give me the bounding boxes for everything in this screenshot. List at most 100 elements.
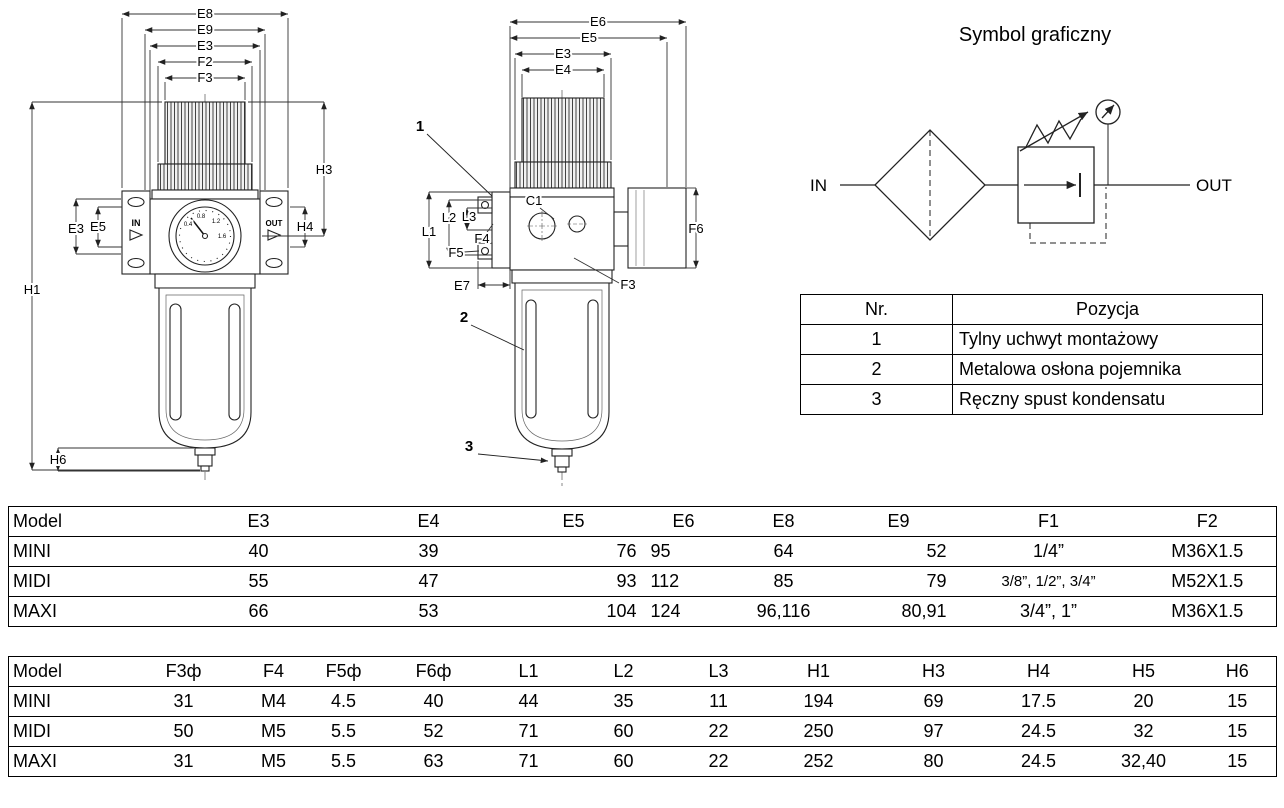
dim-label-e7: E7 bbox=[454, 278, 470, 293]
col-header: F2 bbox=[1138, 506, 1277, 537]
out-flow-arrow-icon bbox=[267, 229, 282, 241]
drain-tip bbox=[200, 465, 210, 472]
dim-label-e3-side: E3 bbox=[68, 221, 84, 236]
cell: 80 bbox=[878, 746, 989, 777]
cell: 11 bbox=[678, 686, 759, 717]
cell: 40 bbox=[168, 536, 349, 567]
cell: 4.5 bbox=[308, 686, 379, 717]
mount-slot bbox=[265, 257, 283, 269]
cell: 63 bbox=[378, 746, 489, 777]
cell: 1/4” bbox=[958, 536, 1139, 567]
dim-label-f3: F3 bbox=[620, 277, 635, 292]
cell: MINI bbox=[8, 686, 129, 717]
cell: 60 bbox=[568, 746, 679, 777]
col-header: F3ф bbox=[128, 656, 239, 687]
bracket-hole bbox=[480, 246, 490, 256]
regulator-side-body bbox=[477, 90, 687, 486]
in-flow-arrow-icon bbox=[129, 229, 144, 241]
cell: 50 bbox=[128, 716, 239, 747]
out-port-label: OUT bbox=[266, 219, 283, 228]
drain-body bbox=[551, 448, 573, 457]
gauge-scale-label: 1.6 bbox=[218, 234, 227, 240]
dim-label-e5: E5 bbox=[90, 219, 106, 234]
sight-slot bbox=[169, 303, 182, 421]
gauge-needle bbox=[190, 217, 206, 237]
gauge-scale-label: 0.4 bbox=[184, 222, 193, 228]
side-knob-cylinder bbox=[627, 187, 687, 269]
cell: 22 bbox=[678, 746, 759, 777]
col-header: E8 bbox=[728, 506, 839, 537]
cell: M4 bbox=[238, 686, 309, 717]
cell: 32,40 bbox=[1088, 746, 1199, 777]
parts-row: 2 Metalowa osłona pojemnika bbox=[800, 354, 1263, 385]
symbol-out-label: OUT bbox=[1196, 176, 1232, 195]
dim-label-c1: C1 bbox=[526, 193, 543, 208]
cell: 52 bbox=[838, 536, 959, 567]
cell: 252 bbox=[758, 746, 879, 777]
cell: MINI bbox=[8, 536, 169, 567]
dim-label-h1: H1 bbox=[24, 282, 41, 297]
dim-label-f4: F4 bbox=[474, 231, 489, 246]
cell: 15 bbox=[1198, 746, 1277, 777]
cell: 194 bbox=[758, 686, 879, 717]
part-description: Tylny uchwyt montażowy bbox=[952, 324, 1263, 355]
col-header: E3 bbox=[168, 506, 349, 537]
cell: 17.5 bbox=[988, 686, 1089, 717]
cell: 112 bbox=[638, 566, 729, 597]
cell: 124 bbox=[638, 596, 729, 627]
cell: M36X1.5 bbox=[1138, 536, 1277, 567]
cell: M52X1.5 bbox=[1138, 566, 1277, 597]
cell: 44 bbox=[488, 686, 569, 717]
col-header: L3 bbox=[678, 656, 759, 687]
drain-tip bbox=[557, 466, 567, 473]
col-header: H4 bbox=[988, 656, 1089, 687]
col-header: L1 bbox=[488, 656, 569, 687]
side-dimension-labels: E6 E5 E3 E4 L1 L2 L3 F4 F5 E7 C1 F3 F6 bbox=[420, 12, 706, 295]
dim-label-l2: L2 bbox=[442, 210, 456, 225]
dim-label-h3: H3 bbox=[316, 162, 333, 177]
col-header: Model bbox=[8, 506, 169, 537]
dim-label-e5: E5 bbox=[581, 30, 597, 45]
dim-label-e3: E3 bbox=[555, 46, 571, 61]
cell: 79 bbox=[838, 566, 959, 597]
dim-label-f6: F6 bbox=[688, 221, 703, 236]
cell: 5.5 bbox=[308, 746, 379, 777]
dim-label-h6: H6 bbox=[50, 452, 67, 467]
cell: 69 bbox=[878, 686, 989, 717]
sight-slot bbox=[525, 299, 537, 419]
callout-2: 2 bbox=[460, 309, 468, 326]
cell: 104 bbox=[508, 596, 639, 627]
bowl-clamp bbox=[154, 273, 256, 289]
col-header: F1 bbox=[958, 506, 1139, 537]
cell: 71 bbox=[488, 716, 569, 747]
cell: 80,91 bbox=[838, 596, 959, 627]
cell: M36X1.5 bbox=[1138, 596, 1277, 627]
cell: M5 bbox=[238, 746, 309, 777]
adjustment-arrow bbox=[1019, 111, 1089, 152]
dimension-table-2: Model F3ф F4 F5ф F6ф L1 L2 L3 H1 H3 H4 H… bbox=[8, 656, 1277, 777]
cell: M5 bbox=[238, 716, 309, 747]
col-header: F4 bbox=[238, 656, 309, 687]
dim-label-l1: L1 bbox=[422, 224, 436, 239]
cell: 5.5 bbox=[308, 716, 379, 747]
cell: 31 bbox=[128, 746, 239, 777]
cell: 96,116 bbox=[728, 596, 839, 627]
drain-knurl bbox=[554, 455, 570, 468]
cell: MIDI bbox=[8, 716, 129, 747]
symbol-in-label: IN bbox=[810, 176, 827, 195]
col-header: E9 bbox=[838, 506, 959, 537]
drain-body bbox=[194, 447, 216, 456]
cell: MAXI bbox=[8, 746, 129, 777]
parts-table: Nr. Pozycja 1 Tylny uchwyt montażowy 2 M… bbox=[800, 294, 1263, 415]
symbol-section-title: Symbol graficzny bbox=[958, 24, 1112, 46]
drain-knurl bbox=[197, 454, 213, 467]
side-view-drawing: E6 E5 E3 E4 L1 L2 L3 F4 F5 E7 C1 F3 F6 1… bbox=[416, 12, 706, 486]
side-dimension-lines bbox=[426, 19, 699, 289]
dim-label-f3: F3 bbox=[197, 70, 212, 85]
cell: 85 bbox=[728, 566, 839, 597]
collar bbox=[151, 189, 259, 200]
